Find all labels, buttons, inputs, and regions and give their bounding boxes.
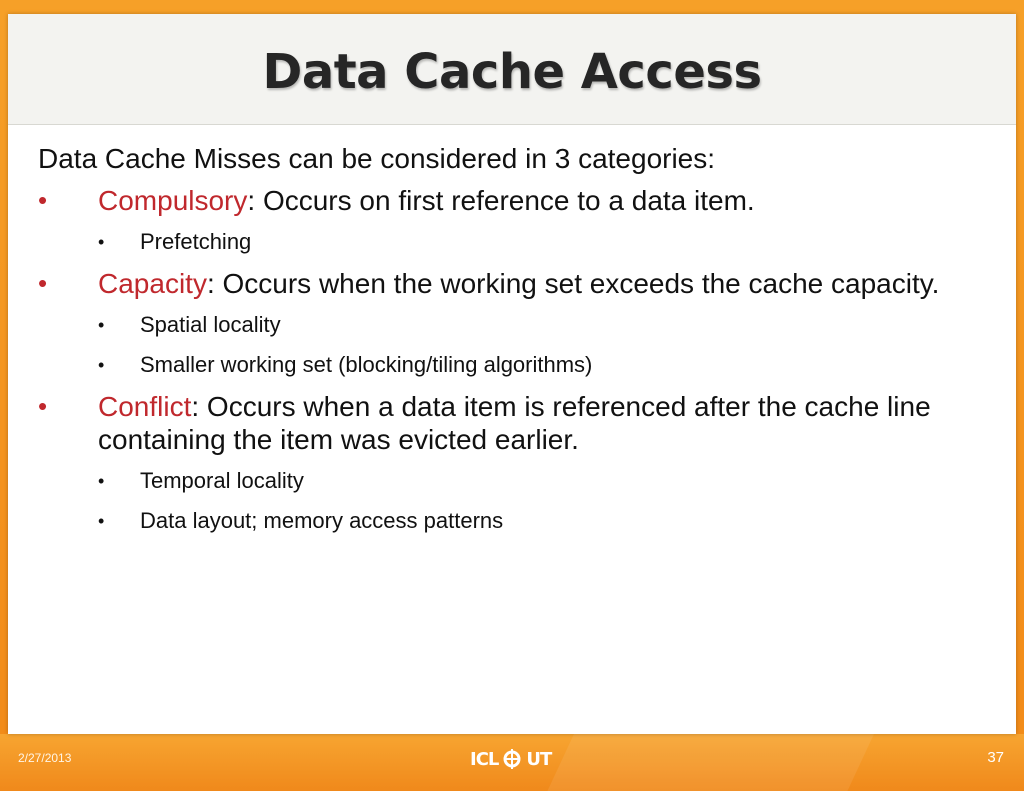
term-compulsory: Compulsory [98, 185, 248, 216]
sub-bullet-dot: • [98, 511, 105, 531]
bullet-dot: • [38, 268, 48, 298]
bullet-dot: • [38, 391, 48, 421]
bullet-conflict: • Conflict: Occurs when a data item is r… [38, 390, 988, 456]
subitem-text: Temporal locality [140, 468, 304, 493]
title-band: Data Cache Access [8, 14, 1016, 125]
term-capacity: Capacity [98, 268, 207, 299]
intro-text: Data Cache Misses can be considered in 3… [38, 143, 716, 174]
subitem-text: Data layout; memory access patterns [140, 508, 504, 533]
logo-left-text: ICL [470, 748, 499, 770]
subitem-data-layout: • Data layout; memory access patterns [38, 506, 988, 536]
bullet-capacity: • Capacity: Occurs when the working set … [38, 267, 988, 300]
subitem-prefetching: • Prefetching [38, 227, 988, 257]
subitem-text: Smaller working set (blocking/tiling alg… [140, 352, 593, 377]
bullet-dot: • [38, 185, 48, 215]
icl-ut-logo: ICL UT [470, 744, 560, 774]
term-conflict: Conflict [98, 391, 192, 422]
footer-date: 2/27/2013 [18, 751, 72, 765]
sub-bullet-dot: • [98, 315, 105, 335]
sub-bullet-dot: • [98, 471, 105, 491]
bullet-compulsory: • Compulsory: Occurs on first reference … [38, 184, 988, 217]
page-number: 37 [987, 749, 1004, 766]
subitem-temporal-locality: • Temporal locality [38, 466, 988, 496]
desc-conflict: : Occurs when a data item is referenced … [98, 391, 931, 455]
slide-content: Data Cache Misses can be considered in 3… [38, 140, 988, 536]
sub-bullet-dot: • [98, 355, 105, 375]
desc-capacity: : Occurs when the working set exceeds th… [206, 268, 940, 299]
logo-mark-icon [503, 749, 521, 769]
subitem-spatial-locality: • Spatial locality [38, 310, 988, 340]
subitem-text: Spatial locality [140, 312, 281, 337]
sub-bullet-dot: • [98, 232, 105, 252]
slide-title: Data Cache Access [262, 44, 762, 100]
slide-frame: Data Cache Access [8, 14, 1016, 734]
subitem-smaller-working-set: • Smaller working set (blocking/tiling a… [38, 350, 988, 380]
logo-right-text: UT [526, 748, 552, 770]
desc-compulsory: : Occurs on first reference to a data it… [247, 185, 755, 216]
subitem-text: Prefetching [140, 229, 252, 254]
